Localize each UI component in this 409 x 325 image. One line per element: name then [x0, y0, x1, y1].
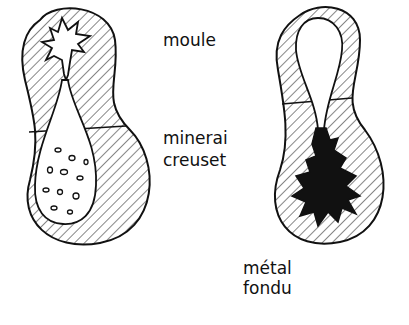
part-label: moule	[163, 30, 253, 50]
right-body	[275, 7, 384, 244]
ore-pieces	[43, 148, 88, 214]
left-crucible-cavity	[35, 80, 96, 224]
left-mould-cavity	[42, 18, 90, 80]
right-crucible-cavity	[296, 18, 342, 130]
molten-metal	[292, 128, 360, 226]
part-label: minerai	[163, 128, 253, 148]
part-label: creuset	[163, 150, 253, 170]
part-label: métal fondu	[243, 258, 315, 298]
left-body	[22, 8, 149, 244]
